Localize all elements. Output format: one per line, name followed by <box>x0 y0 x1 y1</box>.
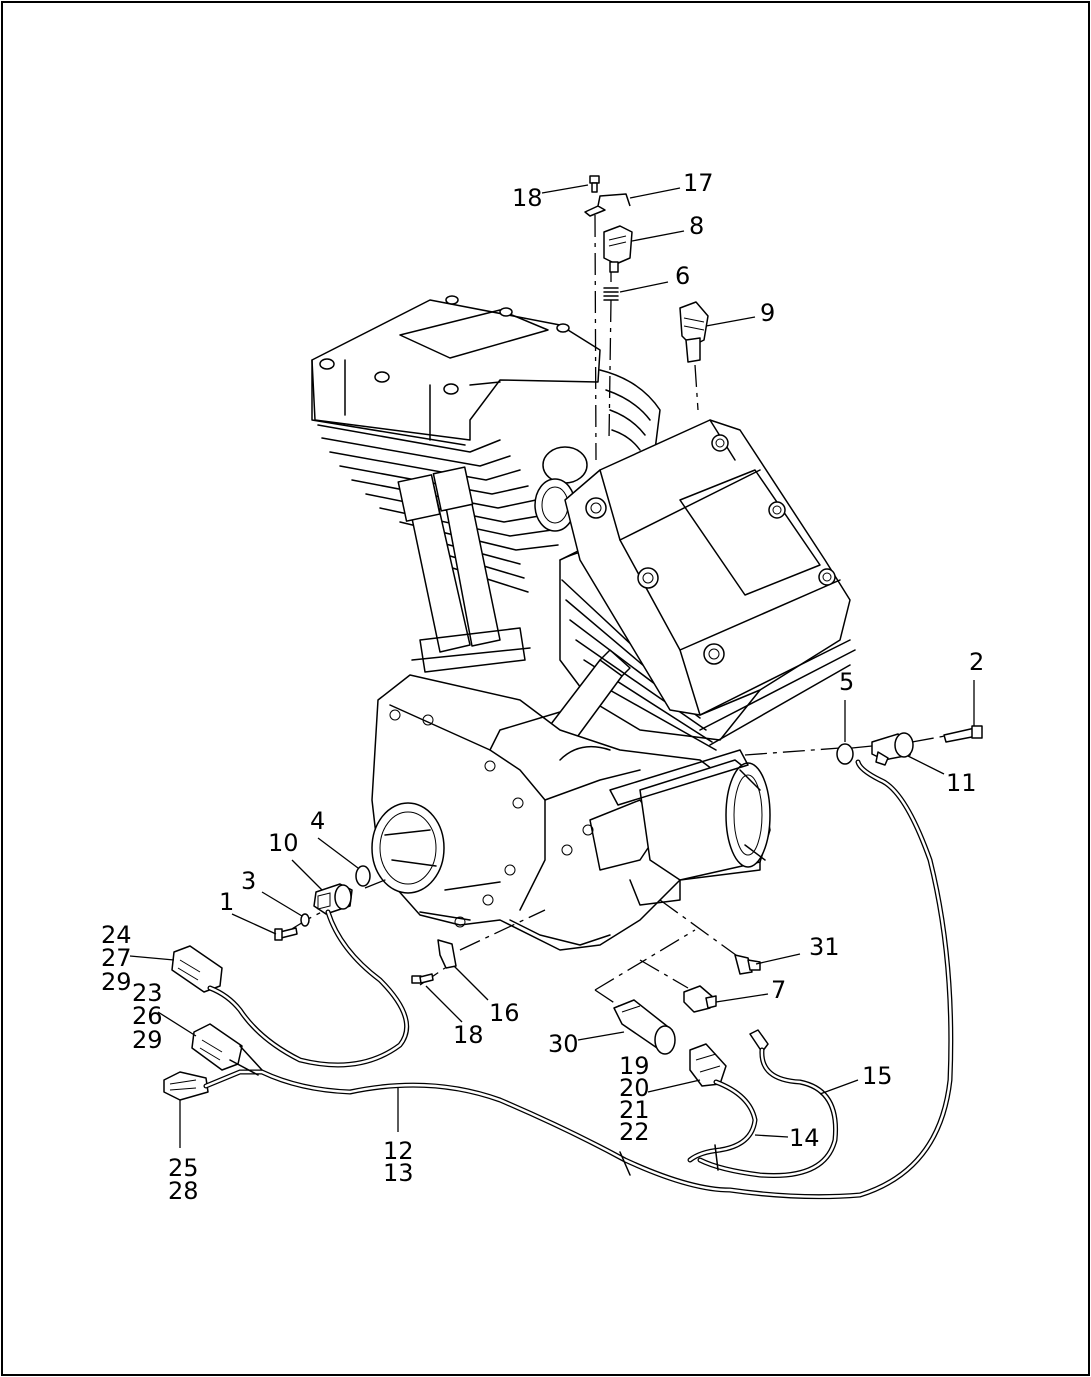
callout-16: 16 <box>489 999 520 1027</box>
callout-28: 28 <box>168 1177 199 1205</box>
callout-3: 3 <box>241 867 256 895</box>
assembly-lines <box>289 214 946 1011</box>
callout-29-lower: 29 <box>132 1026 163 1054</box>
o-ring-4 <box>355 865 371 887</box>
callout-15: 15 <box>862 1062 893 1090</box>
callout-9: 9 <box>760 299 775 327</box>
callout-11: 11 <box>946 769 977 797</box>
callout-6: 6 <box>675 262 690 290</box>
callout-10: 10 <box>268 829 299 857</box>
screw-18-lower <box>411 973 434 984</box>
callout-18-top: 18 <box>512 184 543 212</box>
callout-18-lower: 18 <box>453 1021 484 1049</box>
sensor-10 <box>313 883 353 915</box>
washer-3 <box>300 913 310 927</box>
engine-illustration <box>311 295 856 951</box>
callout-22: 22 <box>619 1118 650 1146</box>
callout-14: 14 <box>789 1124 820 1152</box>
callout-23: 23 <box>132 979 163 1007</box>
sensor-8 <box>603 225 633 273</box>
terminal-15 <box>749 1029 769 1053</box>
front-cylinder-head <box>564 419 856 746</box>
connector-25-28 <box>163 1071 209 1101</box>
o-ring-5 <box>836 743 854 765</box>
callout-4: 4 <box>310 807 325 835</box>
callout-8: 8 <box>689 212 704 240</box>
callout-29-upper: 29 <box>101 968 132 996</box>
callout-21: 21 <box>619 1096 650 1124</box>
callout-27: 27 <box>101 944 132 972</box>
callout-30: 30 <box>548 1030 579 1058</box>
callout-26: 26 <box>132 1002 163 1030</box>
callout-17: 17 <box>683 169 714 197</box>
screw-18-top <box>589 175 600 193</box>
crankcase <box>371 674 761 951</box>
sensor-11 <box>871 732 914 766</box>
screw-1 <box>274 927 298 941</box>
bolt-2 <box>943 725 983 743</box>
sensor-30 <box>613 999 676 1055</box>
callout-20: 20 <box>619 1074 650 1102</box>
fitting-31 <box>734 954 761 975</box>
wiring-harness <box>203 759 954 1200</box>
callout-labels: 1 2 3 4 5 6 7 8 9 10 11 12 13 14 15 16 1… <box>101 169 984 1205</box>
callout-12: 12 <box>383 1137 414 1165</box>
clip-16 <box>437 939 457 969</box>
connector-24-27-29 <box>171 945 223 993</box>
callout-13: 13 <box>383 1159 414 1187</box>
spring-6 <box>603 287 619 301</box>
switch-9 <box>679 301 709 363</box>
pushrod-tubes <box>397 466 531 673</box>
parts <box>163 175 983 1101</box>
callout-1: 1 <box>219 888 234 916</box>
bracket-17 <box>584 193 631 217</box>
starter-motor <box>609 749 771 906</box>
callout-24: 24 <box>101 921 132 949</box>
callout-31: 31 <box>809 933 840 961</box>
callout-2: 2 <box>969 648 984 676</box>
callout-5: 5 <box>839 668 854 696</box>
callout-25: 25 <box>168 1154 199 1182</box>
callout-19: 19 <box>619 1052 650 1080</box>
connector-19-22 <box>689 1043 727 1087</box>
leader-lines <box>129 184 975 1148</box>
callout-7: 7 <box>771 976 786 1004</box>
sender-7 <box>683 985 717 1013</box>
